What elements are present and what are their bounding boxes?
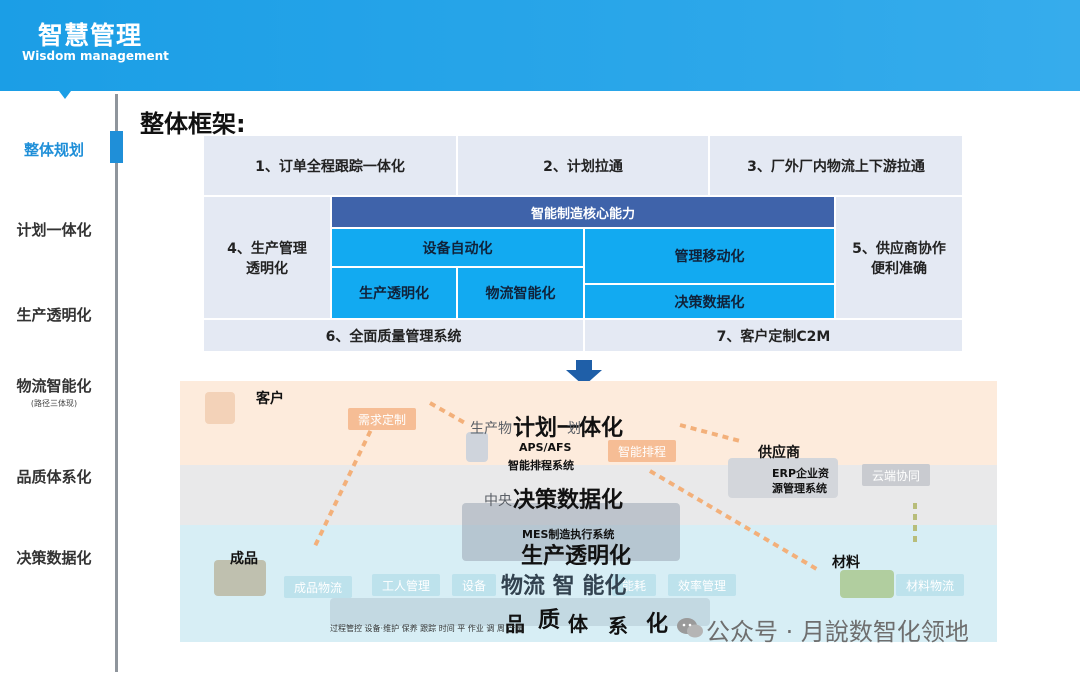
fw-left-line1: 4、生产管理 bbox=[227, 238, 307, 258]
fw-mobile: 管理移动化 bbox=[585, 229, 834, 283]
tag-cloud-collab: 云端协同 bbox=[862, 464, 930, 486]
nav-active-marker bbox=[110, 131, 123, 163]
tag-material-logistics: 材料物流 bbox=[896, 574, 964, 596]
label-aps-sub: 智能排程系统 bbox=[508, 457, 574, 473]
label-logistics-smart: 物流 智 能化 bbox=[501, 568, 626, 600]
nav-item-logistics[interactable]: 物流智能化 bbox=[0, 375, 108, 396]
label-material: 材料 bbox=[832, 552, 860, 572]
fw-right-line1: 5、供应商协作 bbox=[852, 238, 946, 258]
fw-bottom-1: 6、全面质量管理系统 bbox=[204, 320, 583, 351]
nav-item-production-transparency[interactable]: 生产透明化 bbox=[0, 304, 108, 325]
label-center-prefix: 中央 bbox=[484, 490, 512, 510]
tag-smart-schedule: 智能排程 bbox=[608, 440, 676, 462]
nav-item-plan-integration[interactable]: 计划一体化 bbox=[0, 219, 108, 240]
label-plan-suffix: 划 bbox=[567, 418, 581, 438]
tag-worker-mgmt: 工人管理 bbox=[372, 574, 440, 596]
fw-right: 5、供应商协作 便利准确 bbox=[836, 197, 962, 318]
nav-item-overall-plan[interactable]: 整体规划 bbox=[0, 139, 108, 160]
wechat-icon bbox=[676, 616, 704, 640]
tag-finished-logistics: 成品物流 bbox=[284, 576, 352, 598]
nav-timeline bbox=[115, 94, 118, 672]
fw-logistics: 物流智能化 bbox=[458, 268, 583, 318]
nav-item-decision[interactable]: 决策数据化 bbox=[0, 547, 108, 568]
section-title: 整体框架: bbox=[140, 104, 246, 139]
fw-core-title: 智能制造核心能力 bbox=[332, 197, 834, 227]
fw-top-1: 1、订单全程跟踪一体化 bbox=[204, 136, 456, 195]
tag-demand-custom: 需求定制 bbox=[348, 408, 416, 430]
label-plan-prefix: 生产物 bbox=[470, 418, 512, 438]
header-pointer bbox=[59, 91, 71, 99]
label-quality-5: 化 bbox=[646, 606, 668, 638]
fw-top-2: 2、计划拉通 bbox=[458, 136, 708, 195]
fw-equipment: 设备自动化 bbox=[332, 229, 583, 266]
label-production-transparency: 生产透明化 bbox=[521, 538, 631, 570]
fw-left: 4、生产管理 透明化 bbox=[204, 197, 330, 318]
fw-production: 生产透明化 bbox=[332, 268, 456, 318]
label-customer: 客户 bbox=[256, 388, 284, 408]
label-quality-3: 体 bbox=[568, 608, 588, 637]
label-erp-line2: 源管理系统 bbox=[772, 480, 827, 496]
fw-top-3: 3、厂外厂内物流上下游拉通 bbox=[710, 136, 962, 195]
label-supplier: 供应商 bbox=[758, 442, 800, 462]
fw-left-line2: 透明化 bbox=[246, 258, 288, 278]
fw-decision: 决策数据化 bbox=[585, 285, 834, 318]
label-aps: APS/AFS bbox=[519, 441, 571, 454]
nav-item-quality[interactable]: 品质体系化 bbox=[0, 466, 108, 487]
tag-efficiency: 效率管理 bbox=[668, 574, 736, 596]
label-quality-2: 质 bbox=[538, 602, 560, 634]
header-title: 智慧管理 bbox=[38, 16, 142, 52]
label-erp-line1: ERP企业资 bbox=[772, 465, 829, 481]
nav-item-logistics-note: (路径三体现) bbox=[0, 398, 108, 409]
label-decision-data: 决策数据化 bbox=[513, 482, 623, 514]
header-subtitle: Wisdom management bbox=[22, 49, 169, 63]
header-band: 智慧管理 Wisdom management bbox=[0, 0, 1080, 91]
label-quality-4: 系 bbox=[608, 610, 628, 639]
tag-equipment: 设备 bbox=[452, 574, 496, 596]
fw-bottom-2: 7、客户定制C2M bbox=[585, 320, 962, 351]
watermark-text: 公众号 · 月說数智化领地 bbox=[706, 612, 969, 647]
fw-right-line2: 便利准确 bbox=[871, 258, 927, 278]
label-process-strip: 过程管控 设备·维护 保养 跟踪 时间 平 作业 调 周 产量 bbox=[330, 623, 523, 634]
label-finished: 成品 bbox=[230, 548, 258, 568]
